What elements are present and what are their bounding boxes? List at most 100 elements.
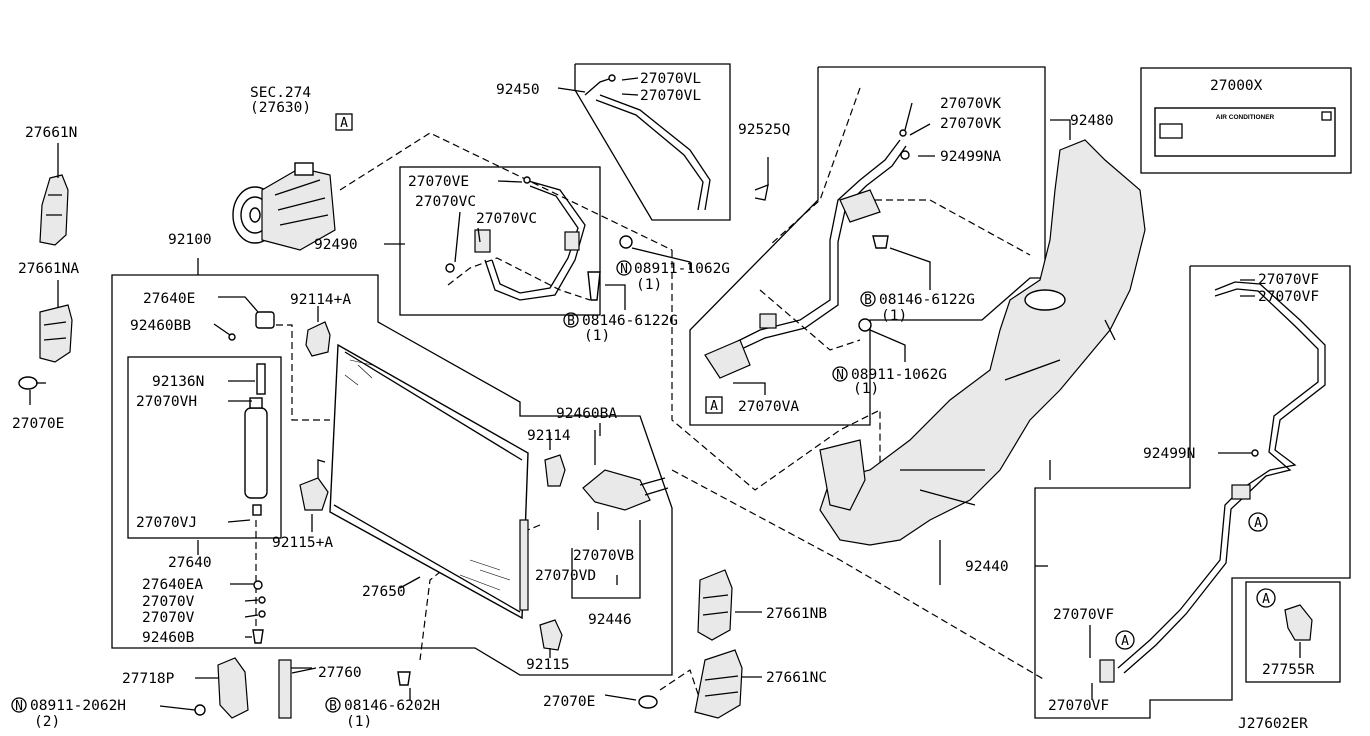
svg-text:B: B — [329, 699, 337, 714]
label-92499N: 92499N — [1143, 446, 1195, 462]
pipe-92440-drawing — [1099, 281, 1326, 683]
label-92136N: 92136N — [152, 374, 204, 390]
label-27070VF-3: 27070VF — [1053, 607, 1114, 623]
label-92490: 92490 — [314, 237, 358, 253]
label-27640EA: 27640EA — [142, 577, 203, 593]
label-27070E-bottom: 27070E — [543, 694, 595, 710]
clip-27755R-frame — [1245, 581, 1341, 683]
bracket-92114A-drawing — [305, 321, 331, 357]
bracket-27661NA-drawing — [39, 304, 73, 363]
label-27070V-1: 27070V — [142, 594, 195, 610]
sec-part: (27630) — [250, 100, 311, 116]
sec-number: SEC.274 — [250, 85, 311, 101]
label-27070VL-1: 27070VL — [640, 71, 701, 87]
pipe-92450-drawing — [584, 74, 711, 211]
bracket-27640E-drawing — [228, 311, 275, 341]
label-92115A: 92115+A — [272, 535, 333, 551]
label-27661NA: 27661NA — [18, 261, 79, 277]
svg-text:N: N — [836, 368, 844, 383]
marker-box-a-top: A — [335, 113, 353, 131]
svg-text:A: A — [710, 399, 718, 414]
label-27070VC-1: 27070VC — [415, 194, 476, 210]
svg-text:N: N — [15, 699, 23, 714]
svg-text:A: A — [1262, 592, 1270, 607]
receiver-drier-frame — [127, 356, 282, 539]
label-08911-1062G-1: 08911-1062G — [634, 261, 730, 277]
diagram-id: J27602ER — [1238, 716, 1308, 732]
sec-reference: SEC.274 (27630) — [250, 85, 311, 116]
label-27070VK-2: 27070VK — [940, 116, 1001, 132]
body-structure-drawing — [819, 139, 1146, 585]
label-92480: 92480 — [1070, 113, 1114, 129]
marker-box-a-92480: A — [705, 396, 723, 414]
marker-circle-a-1: A — [1248, 512, 1268, 532]
label-27640: 27640 — [168, 555, 212, 571]
label-08911-1062G-1-group: N 08911-1062G (1) — [616, 260, 730, 293]
ref-line-92480-a — [769, 87, 861, 246]
label-08911-1062G-2: 08911-1062G — [851, 367, 947, 383]
bracket-92115-drawing — [539, 619, 563, 651]
qty-1-e: (1) — [853, 381, 879, 397]
label-27070E-left: 27070E — [12, 416, 64, 432]
label-92440: 92440 — [965, 559, 1009, 575]
ref-line-lower — [671, 469, 1046, 681]
qty-1-d: (1) — [881, 308, 907, 324]
label-27070V-2: 27070V — [142, 610, 195, 626]
label-92499NA: 92499NA — [940, 149, 1001, 165]
label-08911-1062G-2-group: N 08911-1062G (1) — [832, 366, 947, 397]
bracket-27661N-drawing — [39, 174, 69, 246]
grommet-27070E-drawing — [18, 376, 46, 390]
label-27070VC-2: 27070VC — [476, 211, 537, 227]
label-27650: 27650 — [362, 584, 406, 600]
label-27070VF-1: 27070VF — [1258, 272, 1319, 288]
sensor-27718P-drawing — [194, 657, 249, 719]
label-27000X-title: AIR CONDITIONER — [1216, 114, 1275, 121]
leader-lines — [29, 77, 1301, 711]
label-27070VJ: 27070VJ — [136, 515, 197, 531]
svg-text:A: A — [340, 116, 348, 131]
label-27640E: 27640E — [143, 291, 195, 307]
label-27070VF-2: 27070VF — [1258, 289, 1319, 305]
label-92460BA: 92460BA — [556, 406, 617, 422]
bracket-27661NC-drawing — [694, 649, 743, 719]
label-27070VH: 27070VH — [136, 394, 197, 410]
ref-line-center — [671, 250, 881, 500]
clip-27755R-drawing — [1284, 604, 1313, 641]
bracket-92115A-drawing — [299, 459, 329, 511]
clip-92525Q-drawing — [754, 183, 769, 201]
label-27000X: 27000X — [1210, 78, 1263, 94]
label-27661N: 27661N — [25, 125, 77, 141]
small-fittings-drawing — [252, 580, 266, 644]
pipe-92440-frame — [1034, 265, 1351, 719]
marker-circle-a-2: A — [1115, 630, 1135, 650]
hose-92480-drawing — [704, 129, 907, 379]
label-92446: 92446 — [588, 612, 632, 628]
receiver-drier-drawing — [244, 363, 268, 516]
label-92525Q: 92525Q — [738, 122, 790, 138]
label-27718P: 27718P — [122, 671, 175, 687]
label-27760: 27760 — [318, 665, 362, 681]
qty-2: (2) — [34, 714, 60, 730]
label-27070VB: 27070VB — [573, 548, 634, 564]
label-08146-6122G-1: 08146-6122G — [582, 313, 678, 329]
bolt-drawings — [397, 150, 910, 686]
label-92114A: 92114+A — [290, 292, 351, 308]
pipe-92450-frame — [574, 63, 731, 221]
svg-text:A: A — [1121, 634, 1129, 649]
label-08146-6202H: 08146-6202H — [344, 698, 440, 714]
ref-line-27070E — [659, 669, 701, 701]
hose-92480-frame — [689, 66, 1046, 426]
ref-line-92490 — [447, 257, 591, 301]
ref-line-92480-c — [759, 289, 861, 351]
label-27661NC: 27661NC — [766, 670, 827, 686]
label-27000X-drawing — [1154, 107, 1336, 157]
svg-text:A: A — [1254, 516, 1262, 531]
block-92446-drawing — [582, 430, 669, 530]
label-08911-2062H-group: N 08911-2062H (2) — [11, 697, 126, 730]
label-27755R: 27755R — [1262, 662, 1315, 678]
bracket-92114-drawing — [544, 454, 566, 487]
condenser-drawing — [329, 343, 529, 620]
condenser-group-frame — [111, 258, 673, 676]
svg-text:B: B — [864, 293, 872, 308]
